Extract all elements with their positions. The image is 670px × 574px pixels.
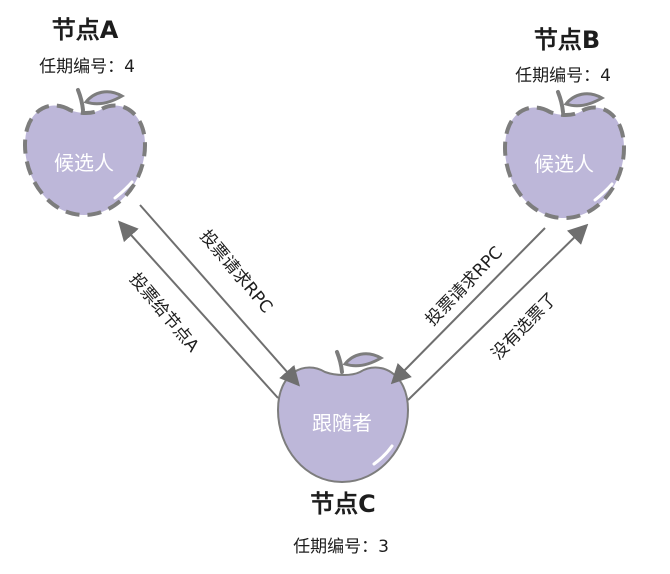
node-c-apple-icon [276,350,410,484]
node-b-title: 节点B [534,26,600,54]
node-c-title: 节点C [310,490,376,518]
node-b: 节点B 任期编号：4 候选人 [502,26,627,221]
node-a-apple-icon [22,88,148,218]
node-b-role: 候选人 [534,152,594,176]
arrow-c-to-a [117,220,279,399]
node-a: 节点A 任期编号：4 候选人 [22,16,148,218]
node-c-term: 任期编号：3 [293,537,389,557]
arrow-b-to-c [390,227,546,385]
node-a-title: 节点A [52,16,119,44]
arrow-c-to-b [407,223,589,401]
label-a-to-c: 投票请求RPC [195,226,276,317]
node-c: 跟随者 节点C 任期编号：3 [276,350,410,557]
arrow-a-to-c [139,204,300,387]
node-a-term: 任期编号：4 [39,57,135,77]
label-c-to-a: 投票给节点A [125,269,203,356]
node-b-apple-icon [502,90,627,221]
label-c-to-b: 没有选票了 [488,289,561,364]
node-c-role: 跟随者 [312,411,372,435]
node-a-role: 候选人 [54,151,114,175]
node-b-term: 任期编号：4 [515,66,611,86]
